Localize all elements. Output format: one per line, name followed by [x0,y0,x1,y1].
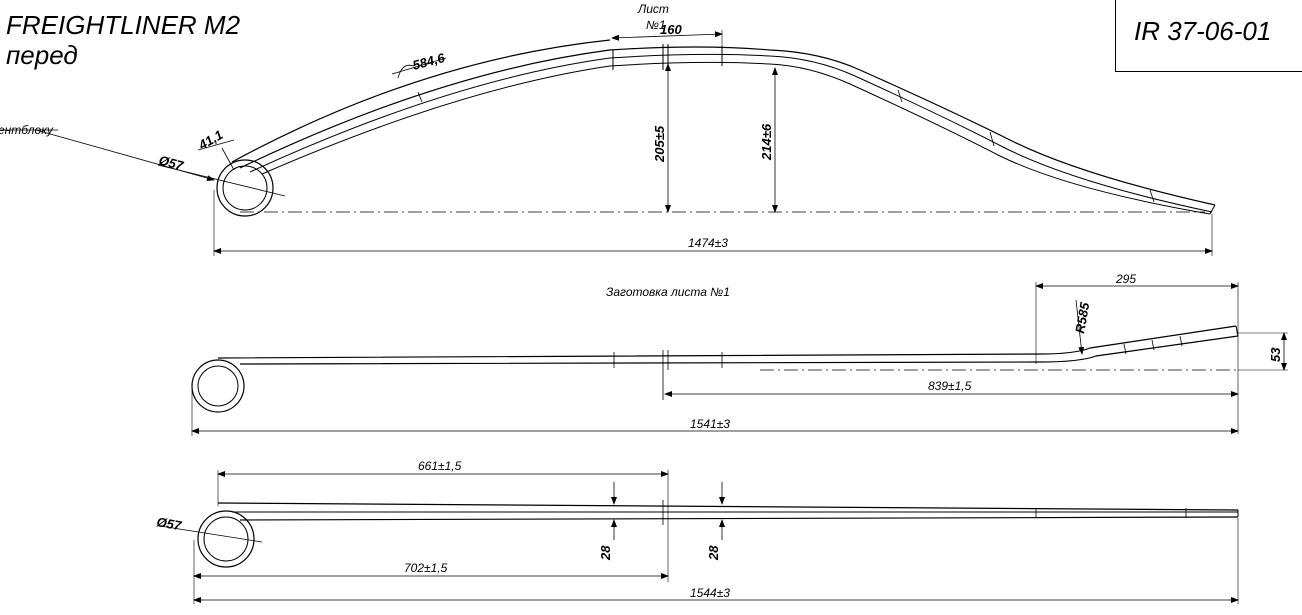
title-model: FREIGHTLINER M2 [6,10,241,40]
thick-1-text: 28 [598,545,613,561]
bushing-leader [35,129,215,181]
part-number-box: IR 37-06-01 [1115,0,1302,72]
total-1-text: 1474±3 [688,236,728,250]
blank-end [1235,325,1239,337]
height-1-text: 205±5 [652,125,667,163]
drawing-title: FREIGHTLINER M2 перед [6,10,240,70]
from-center-text: 839±1,5 [928,379,972,393]
leaf-end [1209,204,1216,215]
blank-edge-top [217,325,1237,359]
view-assembled-leaf [0,30,1216,256]
plan-eye-outer [197,510,255,568]
radius-arc [397,64,415,79]
plan-edge-top [217,502,1239,511]
title-position: перед [6,40,78,70]
eye-outer [216,159,274,217]
plan-eye-inner [203,516,249,562]
plan-edge-bottom [239,516,1239,521]
plan-eye-dia-text: Ø57 [155,514,183,533]
top-length-text: 160 [660,22,682,37]
bushing-label: ентблоку [0,123,54,137]
upper-dim-text: 661±1,5 [418,459,462,473]
lower-dim-text: 702±1,5 [404,561,448,575]
blank-caption: Заготовка листа №1 [606,285,730,299]
offset-dim [221,147,235,171]
eye-dia-text: Ø57 [157,152,185,173]
seg-tick [1151,339,1155,351]
blank-eye-outer [191,359,245,413]
leaf-edge-3 [249,53,1213,213]
leaf-edge-2 [239,46,1216,206]
seg-tick [897,89,903,103]
part-number: IR 37-06-01 [1134,16,1272,46]
blank-total-text: 1541±3 [690,417,730,431]
offset-ext [197,139,235,151]
height-2-text: 214±6 [759,123,774,161]
top-length-dim [611,31,723,41]
bend-radius-leader [1075,299,1085,355]
bend-radius-text: R585 [1072,301,1092,335]
plan-eye-dia-leader [159,525,263,543]
end-len-text: 295 [1115,272,1136,286]
seg-tick [1149,189,1155,203]
seg-tick [417,91,423,103]
leaf-edge-top [231,39,611,163]
leaf-edge-4 [261,61,1211,215]
view-plan [159,470,1239,604]
radius-text: 584,6 [411,50,447,73]
plan-total-text: 1544±3 [690,586,730,600]
seg-tick [1179,335,1183,347]
eye-inner [222,165,268,211]
blank-eye-inner [197,365,239,407]
blank-edge-bottom [239,335,1239,365]
thick-2-text: 28 [706,545,721,561]
rise-text: 53 [1268,347,1283,362]
sheet-label-line1: Лист [637,2,669,16]
seg-tick [1123,343,1127,355]
sheet-label-line2: №1 [646,18,666,32]
view-blank [191,282,1288,436]
radius-leader [391,57,447,75]
seg-tick [989,131,995,147]
